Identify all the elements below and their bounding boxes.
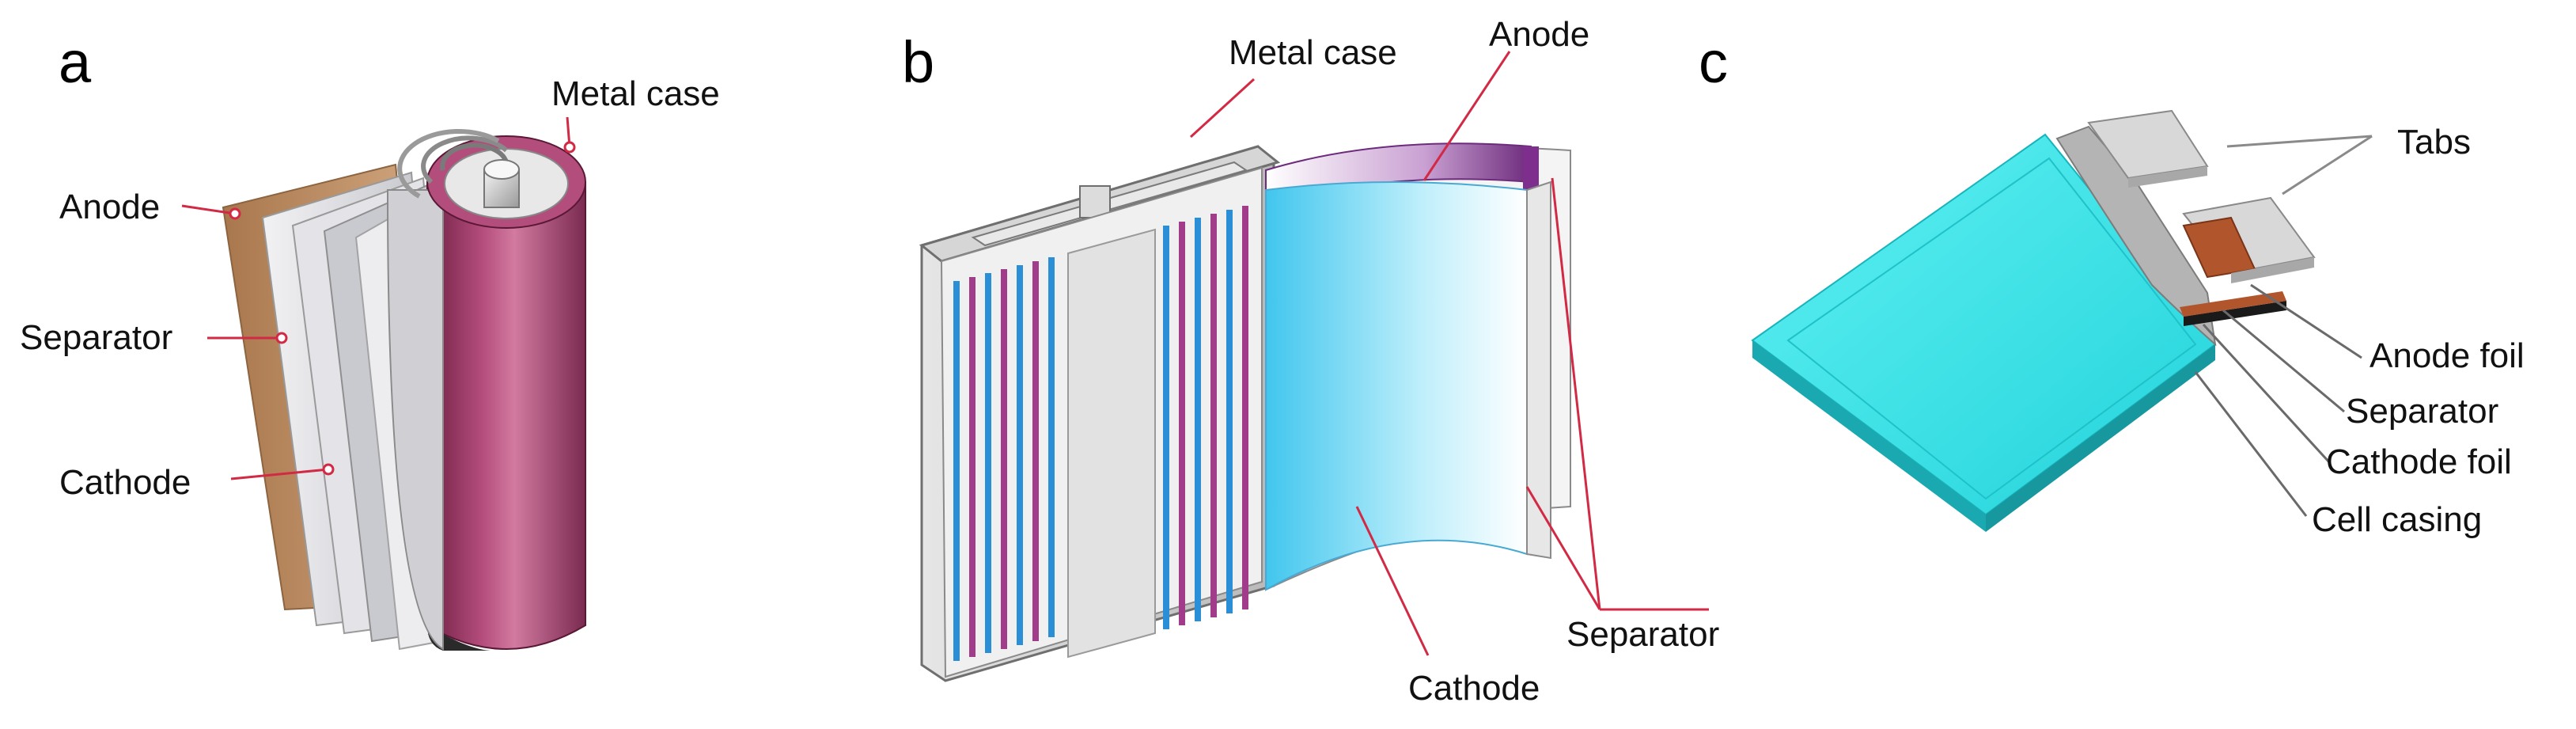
leader-b-metal-case xyxy=(1189,78,1256,139)
leader-b-cathode xyxy=(1355,506,1430,656)
leader-a-separator-dot xyxy=(275,332,288,344)
panel-b-letter: b xyxy=(902,29,935,95)
leader-b-separator-1 xyxy=(1551,177,1601,610)
metal-case-body xyxy=(426,181,586,650)
separator-sheet-front xyxy=(1526,180,1551,560)
panel-c-anode-foil-label: Anode foil xyxy=(2370,336,2525,375)
cell-casing-front-edge xyxy=(1752,340,1986,532)
leader-lines xyxy=(181,51,2373,656)
tab-bottom-edge xyxy=(2231,257,2314,283)
panel-c-tabs-label: Tabs xyxy=(2397,123,2471,161)
panel-b-cathode-label: Cathode xyxy=(1408,669,1540,708)
panel-a-metal-case-label: Metal case xyxy=(551,74,720,113)
vent-block xyxy=(1079,185,1111,218)
layer-stripes-right xyxy=(1163,206,1248,629)
leader-c-separator xyxy=(2222,309,2345,413)
anode-edge xyxy=(1523,146,1539,194)
cell-casing-top xyxy=(1751,133,2217,516)
leader-a-cathode xyxy=(230,468,329,480)
leader-a-anode-dot xyxy=(229,207,241,220)
panel-a-cathode-label: Cathode xyxy=(59,463,191,502)
panel-a-separator-label: Separator xyxy=(20,318,173,357)
leader-c-anode-foil xyxy=(2250,283,2362,359)
panel-c-cathode-foil-label: Cathode foil xyxy=(2326,442,2512,481)
panel-b-separator-label: Separator xyxy=(1566,615,1720,654)
panel-b-metal-case-label: Metal case xyxy=(1229,33,1397,72)
casing-seal xyxy=(1786,157,2197,500)
leader-c-tabs-2 xyxy=(2282,135,2373,196)
pouch-cell-drawing xyxy=(1751,109,2316,532)
panel-a-anode-label: Anode xyxy=(59,188,161,226)
foil-stack-dark xyxy=(2184,301,2286,326)
panel-c-letter: c xyxy=(1699,29,1728,95)
panel-a-letter: a xyxy=(59,29,92,95)
leader-c-cell-casing xyxy=(2194,371,2308,517)
cell-casing-side-edge xyxy=(1986,344,2215,532)
spiral-ring-2 xyxy=(421,135,509,184)
layer-stripes-left xyxy=(953,257,1055,661)
leader-b-anode xyxy=(1422,51,1511,181)
cathode-sheet xyxy=(1265,181,1528,591)
leader-c-cathode-foil xyxy=(2202,323,2332,465)
foil-stack-copper xyxy=(2180,291,2286,317)
prismatic-cell-drawing xyxy=(919,142,1571,682)
leader-a-metal-case-dot xyxy=(563,141,576,154)
center-gap xyxy=(1067,228,1156,659)
peeled-layers xyxy=(2055,125,2217,347)
tab-top-edge xyxy=(2128,166,2207,188)
spiral-ring-1 xyxy=(440,142,509,171)
panel-c-separator-label: Separator xyxy=(2346,392,2499,431)
rolled-layers xyxy=(386,189,444,651)
terminal-top xyxy=(483,159,520,180)
leader-a-anode xyxy=(181,204,236,215)
panel-b-anode-label: Anode xyxy=(1489,15,1590,54)
leader-a-cathode-dot xyxy=(322,463,335,476)
panel-c-cell-casing-label: Cell casing xyxy=(2312,500,2483,539)
leader-c-tabs-1 xyxy=(2226,135,2373,148)
leader-b-separator-2 xyxy=(1525,486,1601,610)
spiral-ring-3 xyxy=(397,128,500,199)
cylindrical-cell-drawing xyxy=(222,128,586,651)
